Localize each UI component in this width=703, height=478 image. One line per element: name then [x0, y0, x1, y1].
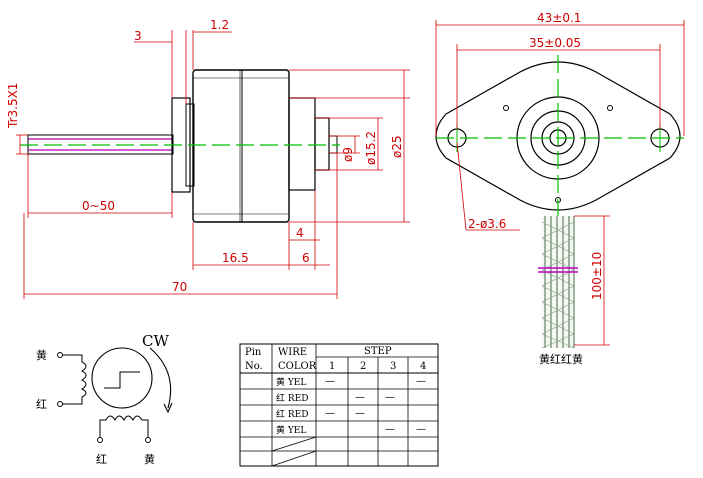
rotor-circle [91, 347, 153, 409]
wire-color-labels: 黄红红黄 [539, 352, 583, 366]
table-row-4-color: 黄 YEL [276, 424, 306, 436]
dim-1-2: 1.2 [210, 18, 229, 32]
table-step-4: 4 [420, 361, 426, 372]
dim-phi9: ø9 [341, 147, 355, 162]
dim-35-label: 35±0.05 [529, 36, 581, 50]
table-row-4-step-4: — [416, 424, 426, 435]
schematic-label-yellow-bottom: 黄 [144, 452, 155, 466]
side-view: Tr3.5X1 3 1.2 0~50 70 [6, 18, 410, 299]
small-hole-2 [607, 105, 613, 111]
dim-overall-length: 70 [23, 153, 338, 299]
cw-arrow-icon [149, 347, 172, 409]
table-step-3: 3 [390, 361, 396, 372]
dim-100-label: 100±10 [590, 252, 604, 300]
rear-boss [314, 117, 330, 171]
front-view: 43±0.1 35±0.05 2-ø3.6 [435, 11, 685, 366]
table-row-3-step-1: — [325, 408, 335, 419]
thread-label: Tr3.5X1 [6, 83, 20, 129]
table-row-2-color: 红 RED [276, 392, 308, 404]
dim-holes-label: 2-ø3.6 [468, 217, 506, 231]
step-table: Pin No. WIRE COLOR STEP 1 2 3 4 黄 YEL — … [239, 343, 439, 467]
dim-holes: 2-ø3.6 [456, 141, 520, 231]
schematic-label-yellow-top: 黄 [36, 348, 47, 362]
rear-cap [288, 97, 316, 191]
dim-phi25: ø25 [390, 135, 404, 158]
winding-schematic: 黄 红 红 黄 CW [36, 332, 173, 466]
table-header-pin: Pin [245, 347, 262, 358]
table-header-no: No. [245, 361, 263, 372]
dim-diameters: ø9 ø15.2 ø25 [289, 69, 410, 223]
table-step-1: 1 [329, 361, 335, 372]
dim-43-label: 43±0.1 [537, 11, 581, 25]
table-row-2-step-2: — [355, 392, 365, 403]
table-row-1-step-4: — [416, 376, 426, 387]
dim-100: 100±10 [574, 215, 610, 346]
schematic-label-red-left: 红 [36, 398, 47, 411]
table-row-4-step-3: — [385, 424, 395, 435]
lead-wires [538, 216, 578, 349]
dim-4: 4 [296, 226, 304, 240]
dim-3: 3 [134, 29, 142, 43]
motor-body [192, 69, 290, 223]
table-row-2-step-3: — [385, 392, 395, 403]
cw-label: CW [142, 332, 169, 350]
dim-top-offsets: 3 1.2 [134, 18, 232, 104]
dim-body-lengths: 16.5 4 6 [192, 190, 330, 270]
flange-outline [435, 61, 681, 211]
table-row-3-step-2: — [355, 408, 365, 419]
table-header-wire: WIRE [278, 347, 307, 358]
dim-16-5: 16.5 [222, 251, 249, 265]
schematic-label-red-bottom: 红 [96, 453, 107, 466]
dim-phi15-2: ø15.2 [364, 131, 378, 165]
dim-thread: Tr3.5X1 [6, 83, 28, 155]
table-header-color: COLOR [278, 361, 317, 372]
table-row-1-color: 黄 YEL [276, 376, 306, 388]
dim-43: 43±0.1 [435, 11, 685, 136]
table-row-1-step-1: — [325, 376, 335, 387]
dim-70: 70 [172, 280, 187, 294]
dim-0-50: 0~50 [82, 199, 115, 213]
small-hole-1 [503, 105, 509, 111]
table-step-2: 2 [360, 361, 366, 372]
dim-35: 35±0.05 [456, 36, 661, 129]
table-row-3-color: 红 RED [276, 408, 308, 420]
table-header-step: STEP [364, 346, 392, 357]
dim-stroke: 0~50 [27, 154, 173, 218]
dim-6: 6 [302, 251, 310, 265]
